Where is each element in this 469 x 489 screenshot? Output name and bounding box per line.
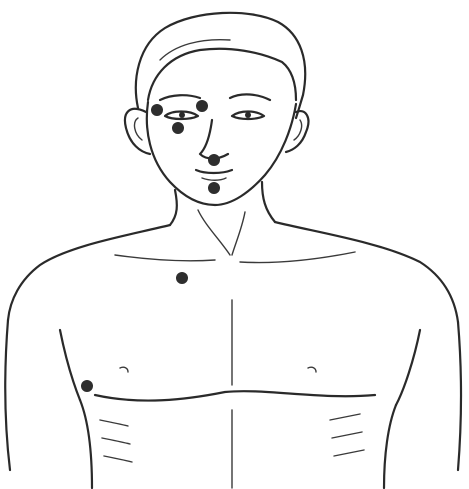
lower-lip xyxy=(202,178,226,180)
left-torso-side xyxy=(80,400,92,488)
right-pupil xyxy=(245,112,251,118)
neck-muscle-2 xyxy=(232,212,245,255)
left-pupil xyxy=(179,112,185,118)
right-torso-side xyxy=(384,405,396,488)
marker-sternum xyxy=(176,272,188,284)
left-nipple xyxy=(120,367,128,372)
left-eyebrow xyxy=(160,95,200,100)
right-arm-inner xyxy=(396,330,420,405)
left-shoulder xyxy=(8,225,170,320)
rib-left-1 xyxy=(100,420,128,426)
right-eyebrow xyxy=(230,94,270,100)
rib-left-3 xyxy=(104,456,132,462)
right-arm-outer xyxy=(458,322,461,470)
rib-left-2 xyxy=(102,438,130,444)
pectoral-line xyxy=(95,391,375,400)
neck-left xyxy=(170,190,177,225)
rib-right-1 xyxy=(330,414,360,420)
right-ear-inner xyxy=(294,120,302,140)
marker-between-brows xyxy=(196,100,208,112)
mouth xyxy=(196,170,232,173)
marker-right-eye-inner xyxy=(151,104,163,116)
left-arm-outer xyxy=(5,320,10,470)
marker-under-right-eye xyxy=(172,122,184,134)
hair-outline xyxy=(136,13,305,118)
right-nipple xyxy=(308,367,316,372)
left-clavicle xyxy=(115,255,215,261)
left-ear-inner xyxy=(135,118,142,140)
marker-right-chest-side xyxy=(81,380,93,392)
nose xyxy=(200,120,228,159)
rib-right-2 xyxy=(332,432,362,438)
neck-right xyxy=(262,182,275,222)
left-arm-inner xyxy=(60,330,80,400)
right-shoulder xyxy=(275,222,458,322)
marker-chin xyxy=(208,182,220,194)
hairline xyxy=(148,49,296,100)
right-clavicle xyxy=(240,252,355,263)
marker-upper-lip xyxy=(208,154,220,166)
rib-right-3 xyxy=(334,450,364,456)
neck-muscle xyxy=(198,210,230,255)
